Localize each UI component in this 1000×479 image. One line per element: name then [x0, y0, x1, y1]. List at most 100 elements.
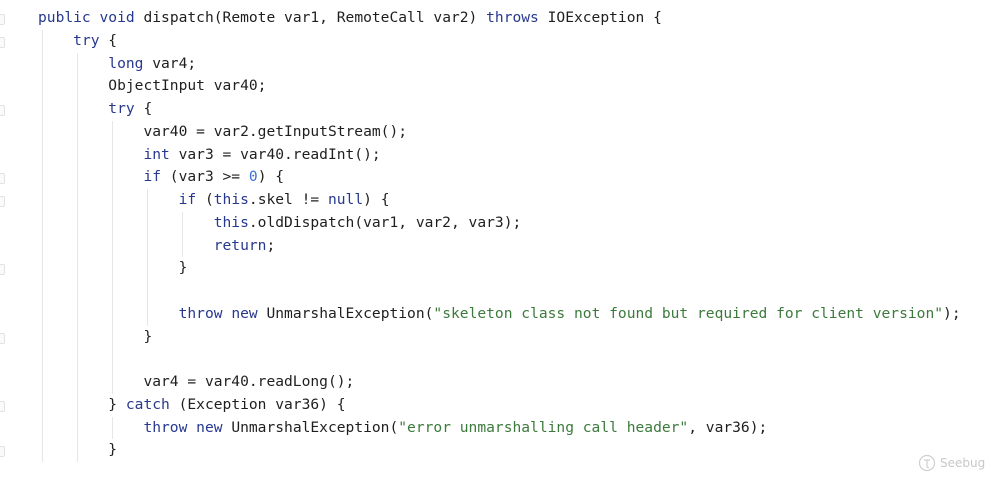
code-token: var40 = var2.getInputStream(); — [143, 122, 408, 140]
indent — [38, 168, 143, 185]
indent-guide — [77, 52, 79, 462]
keyword-token: if — [178, 191, 197, 208]
keyword-token: public — [38, 9, 91, 26]
code-token — [187, 419, 196, 436]
code-token: var4 = var40.readLong(); — [143, 373, 355, 390]
code-token: ); — [943, 304, 961, 322]
code-line[interactable] — [38, 280, 961, 303]
indent — [38, 123, 143, 140]
code-line[interactable]: int var3 = var40.readInt(); — [38, 144, 961, 167]
keyword-token: int — [143, 145, 170, 163]
keyword-token: long — [108, 54, 144, 72]
fold-marker-icon[interactable] — [0, 332, 5, 344]
keyword-token: throw — [143, 418, 188, 436]
code-line[interactable]: var4 = var40.readLong(); — [38, 371, 961, 394]
keyword-token: catch — [125, 395, 170, 413]
number-token: 0 — [248, 168, 258, 186]
code-token: { — [134, 100, 153, 117]
code-line[interactable] — [38, 348, 961, 371]
keyword-token: try — [108, 100, 135, 117]
keyword-token: new — [231, 304, 258, 322]
indent-guide — [112, 416, 114, 440]
indent — [38, 259, 179, 276]
code-token: ObjectInput var40; — [108, 77, 267, 95]
indent — [38, 191, 179, 208]
code-line[interactable]: if (var3 >= 0) { — [38, 166, 961, 189]
code-line[interactable]: } catch (Exception var36) { — [38, 394, 961, 417]
fold-marker-icon[interactable] — [0, 400, 5, 412]
editor-gutter — [0, 0, 14, 479]
fold-marker-icon[interactable] — [0, 264, 5, 276]
indent — [38, 396, 108, 413]
code-token: ( — [196, 191, 214, 208]
code-line[interactable]: ObjectInput var40; — [38, 75, 961, 98]
fold-marker-icon[interactable] — [0, 105, 5, 116]
code-token: } — [178, 259, 188, 277]
keyword-token: void — [99, 9, 135, 26]
indent — [38, 77, 108, 94]
code-token: } — [143, 327, 153, 345]
code-token: } — [108, 441, 118, 459]
code-line[interactable]: } — [38, 439, 961, 462]
fold-marker-icon[interactable] — [0, 36, 5, 48]
watermark-label: Seebug — [940, 456, 986, 470]
indent-guide — [112, 120, 114, 394]
code-area[interactable]: public void dispatch(Remote var1, Remote… — [38, 7, 961, 462]
code-token: var3 = var40.readInt(); — [169, 145, 381, 163]
code-line[interactable]: } — [38, 326, 961, 349]
code-line[interactable]: throw new UnmarshalException("error unma… — [38, 417, 961, 440]
fold-marker-icon[interactable] — [0, 196, 5, 207]
indent — [38, 441, 108, 458]
code-token: , var36); — [688, 418, 768, 436]
keyword-token: throws — [486, 9, 539, 26]
string-token: "error unmarshalling call header" — [398, 418, 689, 436]
indent-guide — [147, 189, 149, 326]
seebug-logo-icon — [918, 454, 936, 472]
code-token: } — [108, 395, 126, 413]
code-token: .skel != — [248, 191, 328, 208]
code-token — [223, 305, 232, 322]
indent — [38, 237, 214, 254]
code-token: var4; — [143, 54, 197, 72]
fold-marker-icon[interactable] — [0, 173, 5, 185]
keyword-token: return — [213, 236, 267, 254]
keyword-token: this — [213, 191, 249, 208]
indent — [38, 373, 143, 390]
code-token: IOException { — [538, 9, 662, 26]
code-token: { — [99, 31, 118, 49]
code-token: UnmarshalException( — [222, 418, 399, 436]
code-token: .oldDispatch(var1, var2, var3); — [248, 213, 522, 231]
watermark: Seebug — [918, 452, 985, 474]
indent — [38, 305, 179, 322]
code-token: UnmarshalException( — [257, 304, 434, 322]
indent — [38, 55, 108, 72]
code-line[interactable]: try { — [38, 98, 961, 121]
keyword-token: new — [196, 418, 223, 436]
keyword-token: null — [327, 191, 364, 208]
code-line[interactable]: } — [38, 257, 961, 280]
code-token: dispatch(Remote var1, RemoteCall var2) — [134, 9, 487, 26]
indent — [38, 32, 73, 49]
keyword-token: if — [143, 168, 162, 186]
code-line[interactable]: public void dispatch(Remote var1, Remote… — [38, 7, 961, 30]
fold-marker-icon[interactable] — [0, 446, 5, 458]
code-token: (Exception var36) { — [169, 395, 346, 413]
code-line[interactable]: try { — [38, 30, 961, 53]
keyword-token: this — [213, 213, 249, 231]
code-token: ; — [266, 236, 276, 254]
indent — [38, 328, 143, 345]
code-line[interactable]: long var4; — [38, 53, 961, 76]
string-token: "skeleton class not found but required f… — [433, 304, 944, 322]
code-token — [91, 9, 100, 26]
indent — [38, 419, 143, 436]
keyword-token: throw — [178, 304, 223, 322]
code-line[interactable]: this.oldDispatch(var1, var2, var3); — [38, 212, 961, 235]
code-line[interactable]: var40 = var2.getInputStream(); — [38, 121, 961, 144]
fold-marker-icon[interactable] — [0, 14, 5, 25]
code-line[interactable]: throw new UnmarshalException("skeleton c… — [38, 303, 961, 326]
code-line[interactable]: if (this.skel != null) { — [38, 189, 961, 212]
code-token: ) { — [257, 168, 285, 186]
code-line[interactable]: return; — [38, 235, 961, 258]
indent-guide — [182, 211, 184, 258]
